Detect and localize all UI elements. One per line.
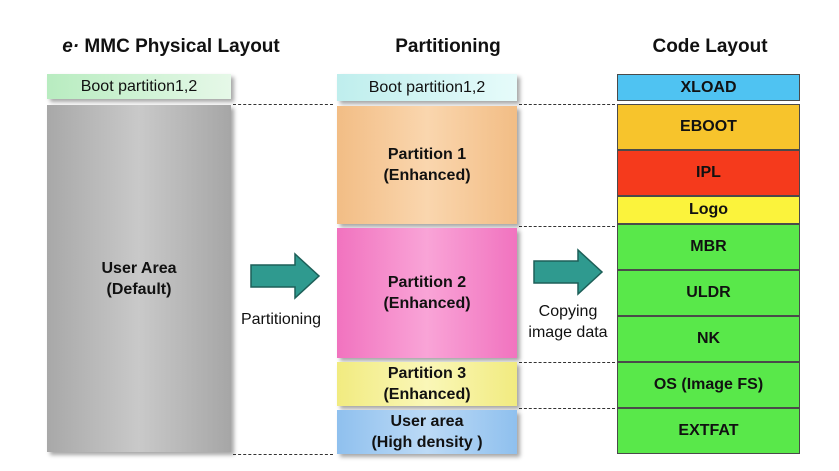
- partition-3-label: Partition 3 (Enhanced): [383, 365, 471, 403]
- partition-user-area: User area (High density ): [337, 410, 517, 454]
- guide-line-boot-left: [233, 104, 333, 105]
- partitioning-arrow-label: Partitioning: [240, 310, 322, 328]
- physical-layout-title-text: MMC Physical Layout: [84, 36, 280, 57]
- physical-user-area-label: User Area (Default): [101, 259, 177, 298]
- code-item-mbr: MBR: [617, 224, 800, 270]
- physical-boot-partition: Boot partition1,2: [47, 74, 231, 99]
- partition-boot-label: Boot partition1,2: [368, 79, 486, 96]
- partition-3: Partition 3 (Enhanced): [337, 362, 517, 406]
- copy-arrow-label: Copying image data: [528, 303, 608, 341]
- partition-boot: Boot partition1,2: [337, 74, 517, 101]
- physical-layout-title: e· MMC Physical Layout: [46, 36, 296, 58]
- code-item-logo: Logo: [617, 196, 800, 224]
- guide-line-1: [519, 104, 615, 105]
- partition-1: Partition 1 (Enhanced): [337, 106, 517, 224]
- partition-user-area-label: User area (High density ): [371, 413, 483, 451]
- code-item-extfat: EXTFAT: [617, 408, 800, 454]
- guide-line-bottom-left: [233, 454, 333, 455]
- code-item-ipl: IPL: [617, 150, 800, 196]
- physical-user-area: User Area (Default): [47, 105, 231, 452]
- partition-2-label: Partition 2 (Enhanced): [383, 274, 471, 312]
- guide-line-3: [519, 362, 615, 363]
- code-item-nk: NK: [617, 316, 800, 362]
- partition-2: Partition 2 (Enhanced): [337, 228, 517, 358]
- partitioning-arrow-icon: [250, 252, 321, 300]
- code-layout-column: XLOAD EBOOT IPL Logo MBR ULDR NK OS (Ima…: [617, 74, 800, 454]
- physical-boot-partition-label: Boot partition1,2: [80, 78, 198, 95]
- code-layout-title: Code Layout: [652, 36, 768, 57]
- code-item-eboot: EBOOT: [617, 104, 800, 150]
- guide-line-2: [519, 226, 615, 227]
- guide-line-4: [519, 408, 615, 409]
- code-item-xload: XLOAD: [617, 74, 800, 101]
- code-item-uldr: ULDR: [617, 270, 800, 316]
- partition-1-label: Partition 1 (Enhanced): [383, 146, 471, 184]
- copy-arrow-icon: [533, 248, 604, 296]
- code-item-os: OS (Image FS): [617, 362, 800, 408]
- partitioning-title: Partitioning: [395, 36, 501, 57]
- emmc-prefix: e·: [62, 36, 80, 57]
